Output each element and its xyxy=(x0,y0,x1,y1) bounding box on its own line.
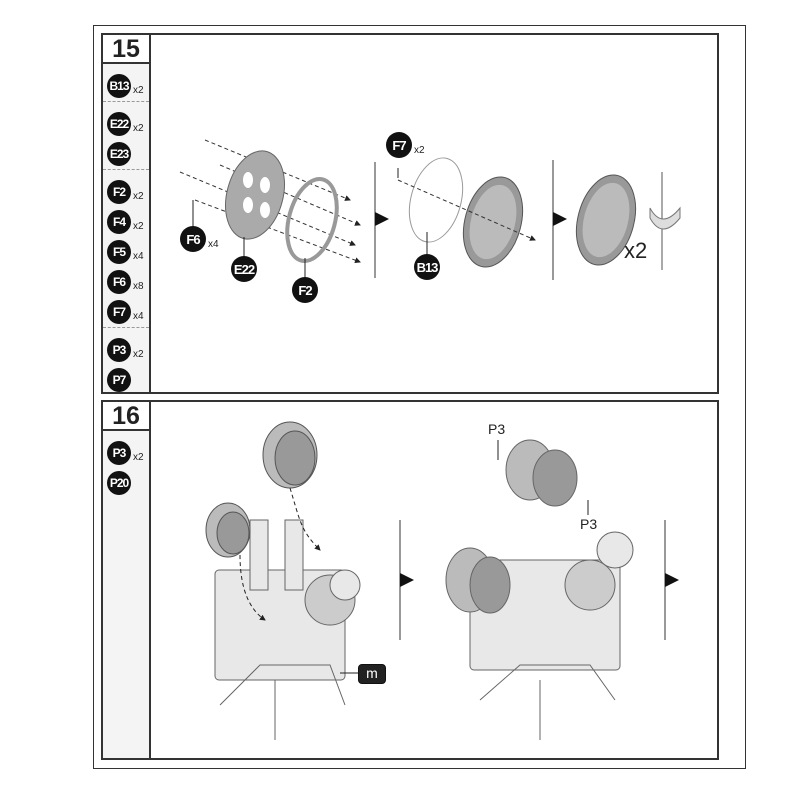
reel xyxy=(262,421,318,489)
disc-e22 xyxy=(225,150,285,240)
part-item: P20 xyxy=(107,465,149,495)
arrow-icon xyxy=(375,212,389,226)
callout-m: m xyxy=(358,664,386,684)
part-qty: x2 xyxy=(414,145,425,156)
callout-p3: P3 xyxy=(488,421,506,437)
part-item: E23 xyxy=(107,136,149,166)
step-number: 15 xyxy=(103,35,151,64)
part-qty: x2 xyxy=(133,85,144,96)
arrow-icon xyxy=(553,212,567,226)
part-badge: P20 xyxy=(107,471,131,495)
page-frame xyxy=(93,25,746,769)
part-qty: x8 xyxy=(133,281,144,292)
arrow-icon xyxy=(665,573,679,587)
part-badge: F7 xyxy=(107,300,131,324)
part-qty: x2 xyxy=(133,123,144,134)
part-badge: P3 xyxy=(107,441,131,465)
part-qty: x4 xyxy=(133,311,144,322)
part-badge: P7 xyxy=(107,368,131,392)
part-badge: B13 xyxy=(414,254,440,280)
part-qty: x2 xyxy=(133,349,144,360)
callout-b13: B13 xyxy=(414,254,440,280)
part-badge: E22 xyxy=(231,256,257,282)
part-qty: x2 xyxy=(133,452,144,463)
part-badge: F6 xyxy=(107,270,131,294)
part-item: P7 xyxy=(107,362,149,392)
part-badge: B13 xyxy=(107,74,131,98)
disc-b13 xyxy=(408,157,464,243)
part-badge: F2 xyxy=(107,180,131,204)
part-qty: x4 xyxy=(133,251,144,262)
reel xyxy=(205,502,251,558)
arrow-icon xyxy=(400,573,414,587)
step-number: 16 xyxy=(103,402,151,431)
projector-left xyxy=(214,519,361,740)
part-badge: E23 xyxy=(107,142,131,166)
part-badge: P3 xyxy=(107,338,131,362)
part-badge: F7 xyxy=(386,132,412,158)
repeat-count: x2 xyxy=(624,238,648,263)
ring-f2 xyxy=(285,176,339,264)
callout-p3: P3 xyxy=(580,516,598,532)
part-badge: F5 xyxy=(107,240,131,264)
part-badge: E22 xyxy=(107,112,131,136)
part-badge: F6 xyxy=(180,226,206,252)
part-qty: x4 xyxy=(208,239,219,250)
projector-right xyxy=(445,439,634,740)
part-qty: x2 xyxy=(133,191,144,202)
part-badge: F4 xyxy=(107,210,131,234)
part-badge: F2 xyxy=(292,277,318,303)
callout-f2: F2 xyxy=(292,277,318,303)
rotate-icon xyxy=(649,206,681,230)
callout-e22: E22 xyxy=(231,256,257,282)
part-qty: x2 xyxy=(133,221,144,232)
